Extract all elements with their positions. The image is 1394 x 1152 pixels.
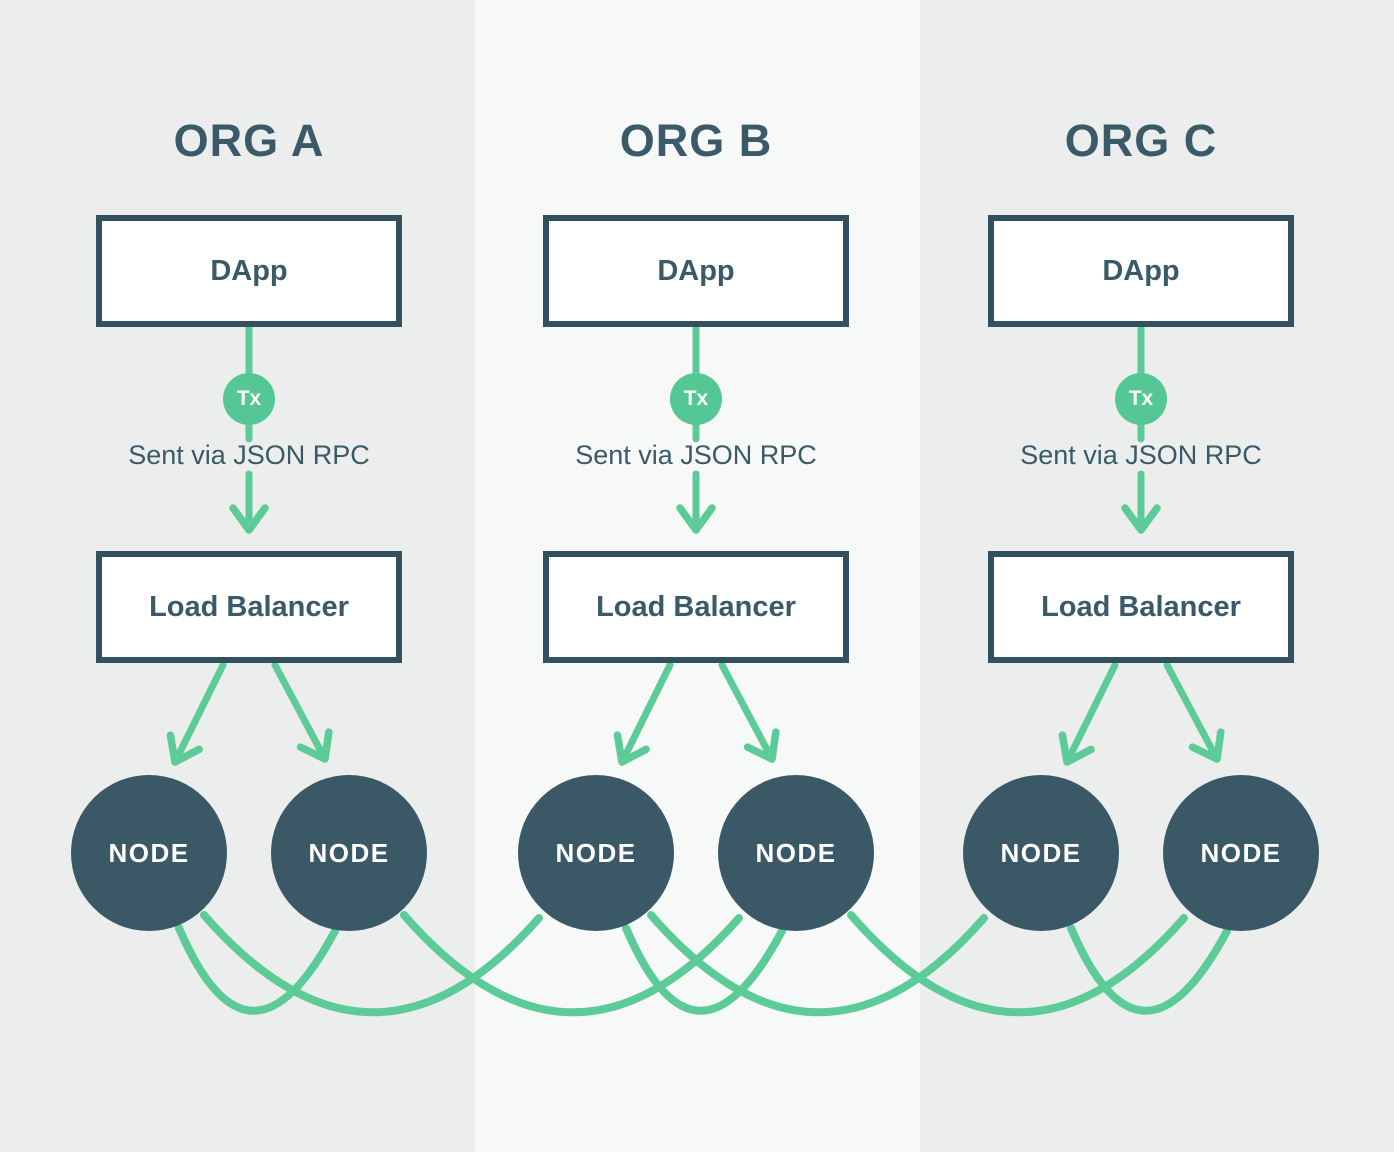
node-circle: NODE [1163,775,1319,931]
node-label: NODE [108,837,190,868]
mesh-link-c1-c2 [1067,924,1231,1015]
load-balancer-label: Load Balancer [1041,590,1241,623]
node-label: NODE [755,837,837,868]
node-label: NODE [1200,837,1282,868]
tx-badge-label: Tx [1128,387,1154,410]
node-label: NODE [555,837,637,868]
node-label: NODE [308,837,390,868]
mesh-link-a1-a2 [175,924,339,1015]
mesh-link-a1-b1 [200,911,543,1017]
loadbalancer-to-node2-arrow [271,661,333,763]
tx-badge-label: Tx [236,387,262,410]
org-a-column: ORG A DApp Tx Sent via JSON RPC Load Bal… [71,0,427,1152]
mesh-link-b1-b2 [622,924,786,1015]
node-circle: NODE [271,775,427,931]
dapp-box: DApp [96,215,402,327]
tx-badge: Tx [670,373,722,425]
rpc-caption: Sent via JSON RPC [575,440,817,470]
node-mesh-links [175,911,1231,1017]
rpc-caption: Sent via JSON RPC [128,440,370,470]
load-balancer-box: Load Balancer [988,551,1294,663]
tx-badge: Tx [1115,373,1167,425]
org-c-column: ORG C DApp Tx Sent via JSON RPC Load Bal… [963,0,1319,1152]
loadbalancer-to-node2-arrow [718,661,780,763]
tx-badge: Tx [223,373,275,425]
load-balancer-box: Load Balancer [543,551,849,663]
org-a-title: ORG A [173,115,325,166]
mesh-link-b1-c1 [647,911,988,1017]
org-c-title: ORG C [1064,115,1218,166]
dapp-box: DApp [988,215,1294,327]
rpc-caption: Sent via JSON RPC [1020,440,1262,470]
dapp-label: DApp [210,254,288,287]
load-balancer-label: Load Balancer [149,590,349,623]
node-circle: NODE [71,775,227,931]
loadbalancer-to-node1-arrow [613,661,674,766]
load-balancer-box: Load Balancer [96,551,402,663]
node-circle: NODE [718,775,874,931]
org-b-title: ORG B [619,115,773,166]
tx-badge-label: Tx [683,387,709,410]
load-balancer-label: Load Balancer [596,590,796,623]
mesh-link-b2-c2 [847,911,1188,1017]
dapp-label: DApp [1102,254,1180,287]
loadbalancer-to-node1-arrow [166,661,227,766]
dapp-box: DApp [543,215,849,327]
org-b-column: ORG B DApp Tx Sent via JSON RPC Load Bal… [518,0,874,1152]
dapp-label: DApp [657,254,735,287]
node-label: NODE [1000,837,1082,868]
node-circle: NODE [518,775,674,931]
loadbalancer-to-node2-arrow [1163,661,1225,763]
node-circle: NODE [963,775,1119,931]
loadbalancer-to-node1-arrow [1058,661,1119,766]
